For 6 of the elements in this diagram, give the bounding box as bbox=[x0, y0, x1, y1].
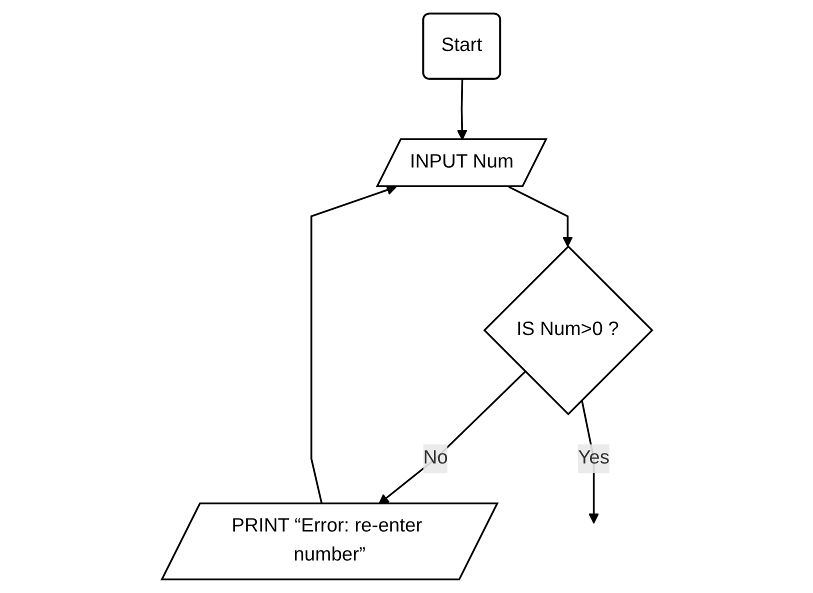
edge-label: No bbox=[422, 448, 448, 468]
node-diamond: IS Num>0 ? bbox=[482, 245, 653, 416]
edge-label: Yes bbox=[578, 448, 610, 468]
arrow bbox=[456, 79, 467, 140]
arrow bbox=[378, 370, 526, 504]
arrow bbox=[508, 186, 572, 247]
